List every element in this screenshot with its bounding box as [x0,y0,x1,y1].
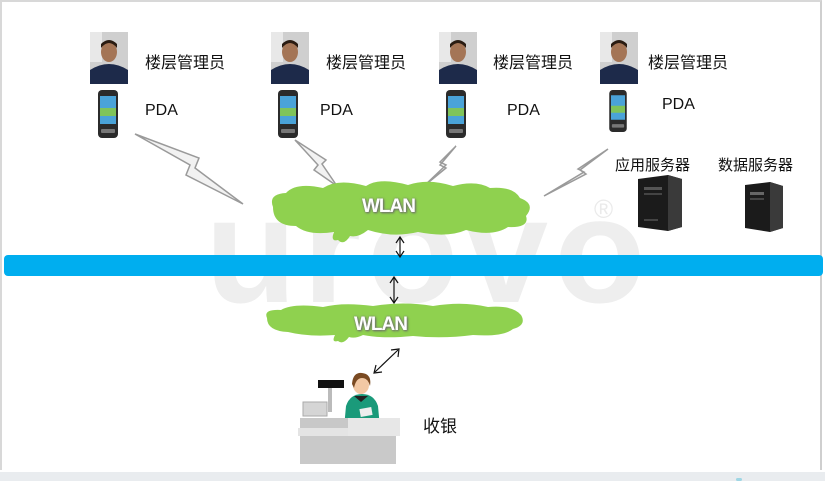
wlan-cloud-upper [271,181,530,243]
arrow-upper-cloud-to-backbone [395,235,405,259]
network-backbone [4,255,823,276]
floor-manager-avatar-2 [271,32,309,84]
registered-mark: ® [594,194,614,224]
checkout-label: 收银 [423,417,457,436]
wlan-label-upper: WLAN [362,196,416,217]
wireless-link-1 [134,133,244,205]
pda-device-icon-1 [98,90,118,138]
data-server-icon [745,182,783,232]
floor-manager-avatar-1 [90,32,128,84]
floor-manager-avatar-4 [600,32,638,84]
pda-label-3: PDA [507,102,540,119]
arrow-backbone-to-lower-cloud [389,275,399,305]
pda-label-2: PDA [320,102,353,119]
pda-label-4: PDA [662,96,695,113]
arrow-lower-cloud-to-checkout [373,348,400,374]
diagram-frame [0,0,822,470]
pda-label-1: PDA [145,102,178,119]
page-indicator-icon [736,478,742,481]
floor-manager-label-4: 楼层管理员 [648,55,729,72]
data-server-label: 数据服务器 [718,157,794,174]
wireless-link-4 [543,148,609,197]
floor-manager-label-2: 楼层管理员 [326,55,407,72]
wlan-cloud-lower [266,303,523,343]
app-server-label: 应用服务器 [615,157,691,174]
floor-manager-label-1: 楼层管理员 [145,55,226,72]
pda-device-icon-2 [278,90,298,138]
floor-manager-avatar-3 [439,32,477,84]
wlan-label-lower: WLAN [354,314,408,335]
checkout-cashier-icon [298,372,400,464]
bottom-bar [0,472,825,481]
pda-device-icon-3 [446,90,466,138]
app-server-icon [638,175,682,231]
floor-manager-label-3: 楼层管理员 [493,55,574,72]
pda-device-icon-4 [609,90,627,132]
